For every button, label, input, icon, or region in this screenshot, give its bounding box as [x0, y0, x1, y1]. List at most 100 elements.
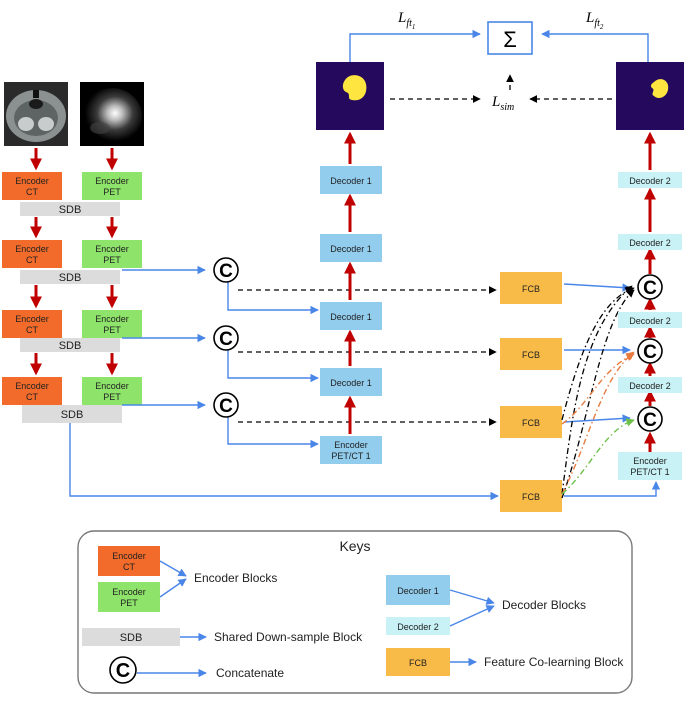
key-concat-label: Concatenate: [216, 666, 284, 680]
svg-text:SDB: SDB: [61, 409, 84, 421]
dashed-connectors: [238, 74, 612, 426]
svg-text:Encoder: Encoder: [633, 456, 667, 466]
encoder-pet-block-1: Encoder PET: [82, 172, 142, 200]
pet-scan-image: [80, 82, 144, 146]
concat-circle-1: C: [213, 257, 239, 283]
key-sdb-label: Shared Down-sample Block: [214, 630, 363, 644]
svg-text:PET: PET: [103, 187, 121, 197]
sdb-block-4: SDB: [22, 405, 122, 423]
svg-text:Decoder 2: Decoder 2: [397, 622, 439, 632]
fcb-block-1: FCB: [500, 272, 562, 304]
loss-ft2-label: Lft2: [585, 10, 604, 31]
decoder2-block-4: Decoder 2: [618, 377, 682, 393]
svg-text:PET/CT 1: PET/CT 1: [630, 467, 669, 477]
decoder1-block-4: Decoder 1: [320, 368, 382, 396]
concat-circle-right-2: C: [637, 338, 663, 364]
svg-text:CT: CT: [26, 325, 38, 335]
svg-text:FCB: FCB: [522, 350, 540, 360]
svg-text:Decoder 1: Decoder 1: [330, 176, 372, 186]
fcb-block-4: FCB: [500, 480, 562, 512]
decoder1-block-3: Decoder 1: [320, 302, 382, 330]
svg-text:PET/CT 1: PET/CT 1: [331, 451, 370, 461]
svg-text:C: C: [219, 261, 233, 282]
svg-text:Encoder: Encoder: [95, 244, 129, 254]
key-encoder-pet: Encoder PET: [98, 582, 160, 612]
svg-text:SDB: SDB: [59, 204, 82, 216]
loss-sim-label: Lsim: [491, 94, 514, 113]
svg-text:Encoder: Encoder: [95, 176, 129, 186]
svg-text:PET: PET: [103, 255, 121, 265]
keys-title: Keys: [339, 538, 370, 554]
svg-text:Encoder: Encoder: [15, 381, 49, 391]
encoder-pet-block-3: Encoder PET: [82, 310, 142, 338]
svg-text:Encoder: Encoder: [112, 551, 146, 561]
sdb-block-1: SDB: [20, 202, 120, 216]
svg-text:SDB: SDB: [120, 632, 143, 644]
concat-circle-right-3: C: [637, 406, 663, 432]
svg-text:Encoder: Encoder: [15, 176, 49, 186]
encoder-petct-block-left: Encoder PET/CT 1: [320, 436, 382, 464]
key-decoder-label: Decoder Blocks: [502, 598, 586, 612]
decoder2-block-1: Decoder 2: [618, 172, 682, 188]
svg-text:C: C: [219, 396, 233, 417]
encoder-petct-block-right: Encoder PET/CT 1: [618, 452, 682, 480]
key-decoder-arrows: [449, 589, 495, 627]
svg-text:Decoder 2: Decoder 2: [629, 238, 671, 248]
svg-text:Lft2: Lft2: [585, 10, 604, 31]
encoder-ct-block-3: Encoder CT: [2, 310, 62, 338]
svg-text:Decoder 1: Decoder 1: [397, 586, 439, 596]
key-fcb-label: Feature Co-learning Block: [484, 655, 624, 669]
svg-text:Decoder 1: Decoder 1: [330, 244, 372, 254]
decoder1-block-1: Decoder 1: [320, 166, 382, 194]
svg-text:CT: CT: [26, 255, 38, 265]
key-encoder-arrows: [159, 560, 187, 598]
svg-text:Encoder: Encoder: [15, 244, 49, 254]
svg-text:Encoder: Encoder: [112, 587, 146, 597]
svg-text:C: C: [643, 410, 657, 431]
decoder2-block-3: Decoder 2: [618, 312, 682, 328]
svg-text:PET: PET: [103, 392, 121, 402]
svg-text:CT: CT: [26, 187, 38, 197]
svg-text:Encoder: Encoder: [334, 440, 368, 450]
svg-text:Encoder: Encoder: [95, 314, 129, 324]
svg-text:Decoder 1: Decoder 1: [330, 378, 372, 388]
loss-ft1-label: Lft1: [397, 10, 415, 31]
svg-text:FCB: FCB: [522, 284, 540, 294]
fcb-block-3: FCB: [500, 406, 562, 438]
svg-text:C: C: [219, 329, 233, 350]
output-mask-left: [316, 62, 384, 130]
svg-text:Decoder 1: Decoder 1: [330, 312, 372, 322]
svg-text:Σ: Σ: [503, 27, 517, 52]
svg-text:Decoder 2: Decoder 2: [629, 316, 671, 326]
key-sdb: SDB: [82, 628, 180, 646]
encoder-pet-block-4: Encoder PET: [82, 377, 142, 405]
left-red-arrows: [30, 148, 118, 376]
key-encoder-ct: Encoder CT: [98, 546, 160, 576]
key-decoder1: Decoder 1: [386, 575, 450, 605]
svg-text:Encoder: Encoder: [95, 381, 129, 391]
concat-circle-3: C: [213, 392, 239, 418]
concat-circle-2: C: [213, 325, 239, 351]
svg-text:C: C: [116, 660, 130, 682]
cross-links-green: [561, 418, 635, 495]
svg-text:C: C: [643, 278, 657, 299]
svg-text:PET: PET: [103, 325, 121, 335]
svg-text:Lft1: Lft1: [397, 10, 415, 31]
svg-text:FCB: FCB: [409, 658, 427, 668]
sdb-block-3: SDB: [20, 338, 120, 352]
encoder-pet-block-2: Encoder PET: [82, 240, 142, 268]
svg-text:CT: CT: [26, 392, 38, 402]
concat-circle-right-1: C: [637, 274, 663, 300]
encoder-ct-block-4: Encoder CT: [2, 377, 62, 405]
blue-connectors: [69, 29, 661, 501]
svg-text:PET: PET: [120, 598, 138, 608]
svg-text:CT: CT: [123, 562, 135, 572]
svg-text:SDB: SDB: [59, 272, 82, 284]
svg-text:SDB: SDB: [59, 340, 82, 352]
key-fcb: FCB: [386, 648, 450, 676]
decoder2-block-2: Decoder 2: [618, 234, 682, 250]
key-decoder2: Decoder 2: [386, 617, 450, 635]
svg-text:C: C: [643, 342, 657, 363]
cross-links-black: [561, 285, 635, 499]
